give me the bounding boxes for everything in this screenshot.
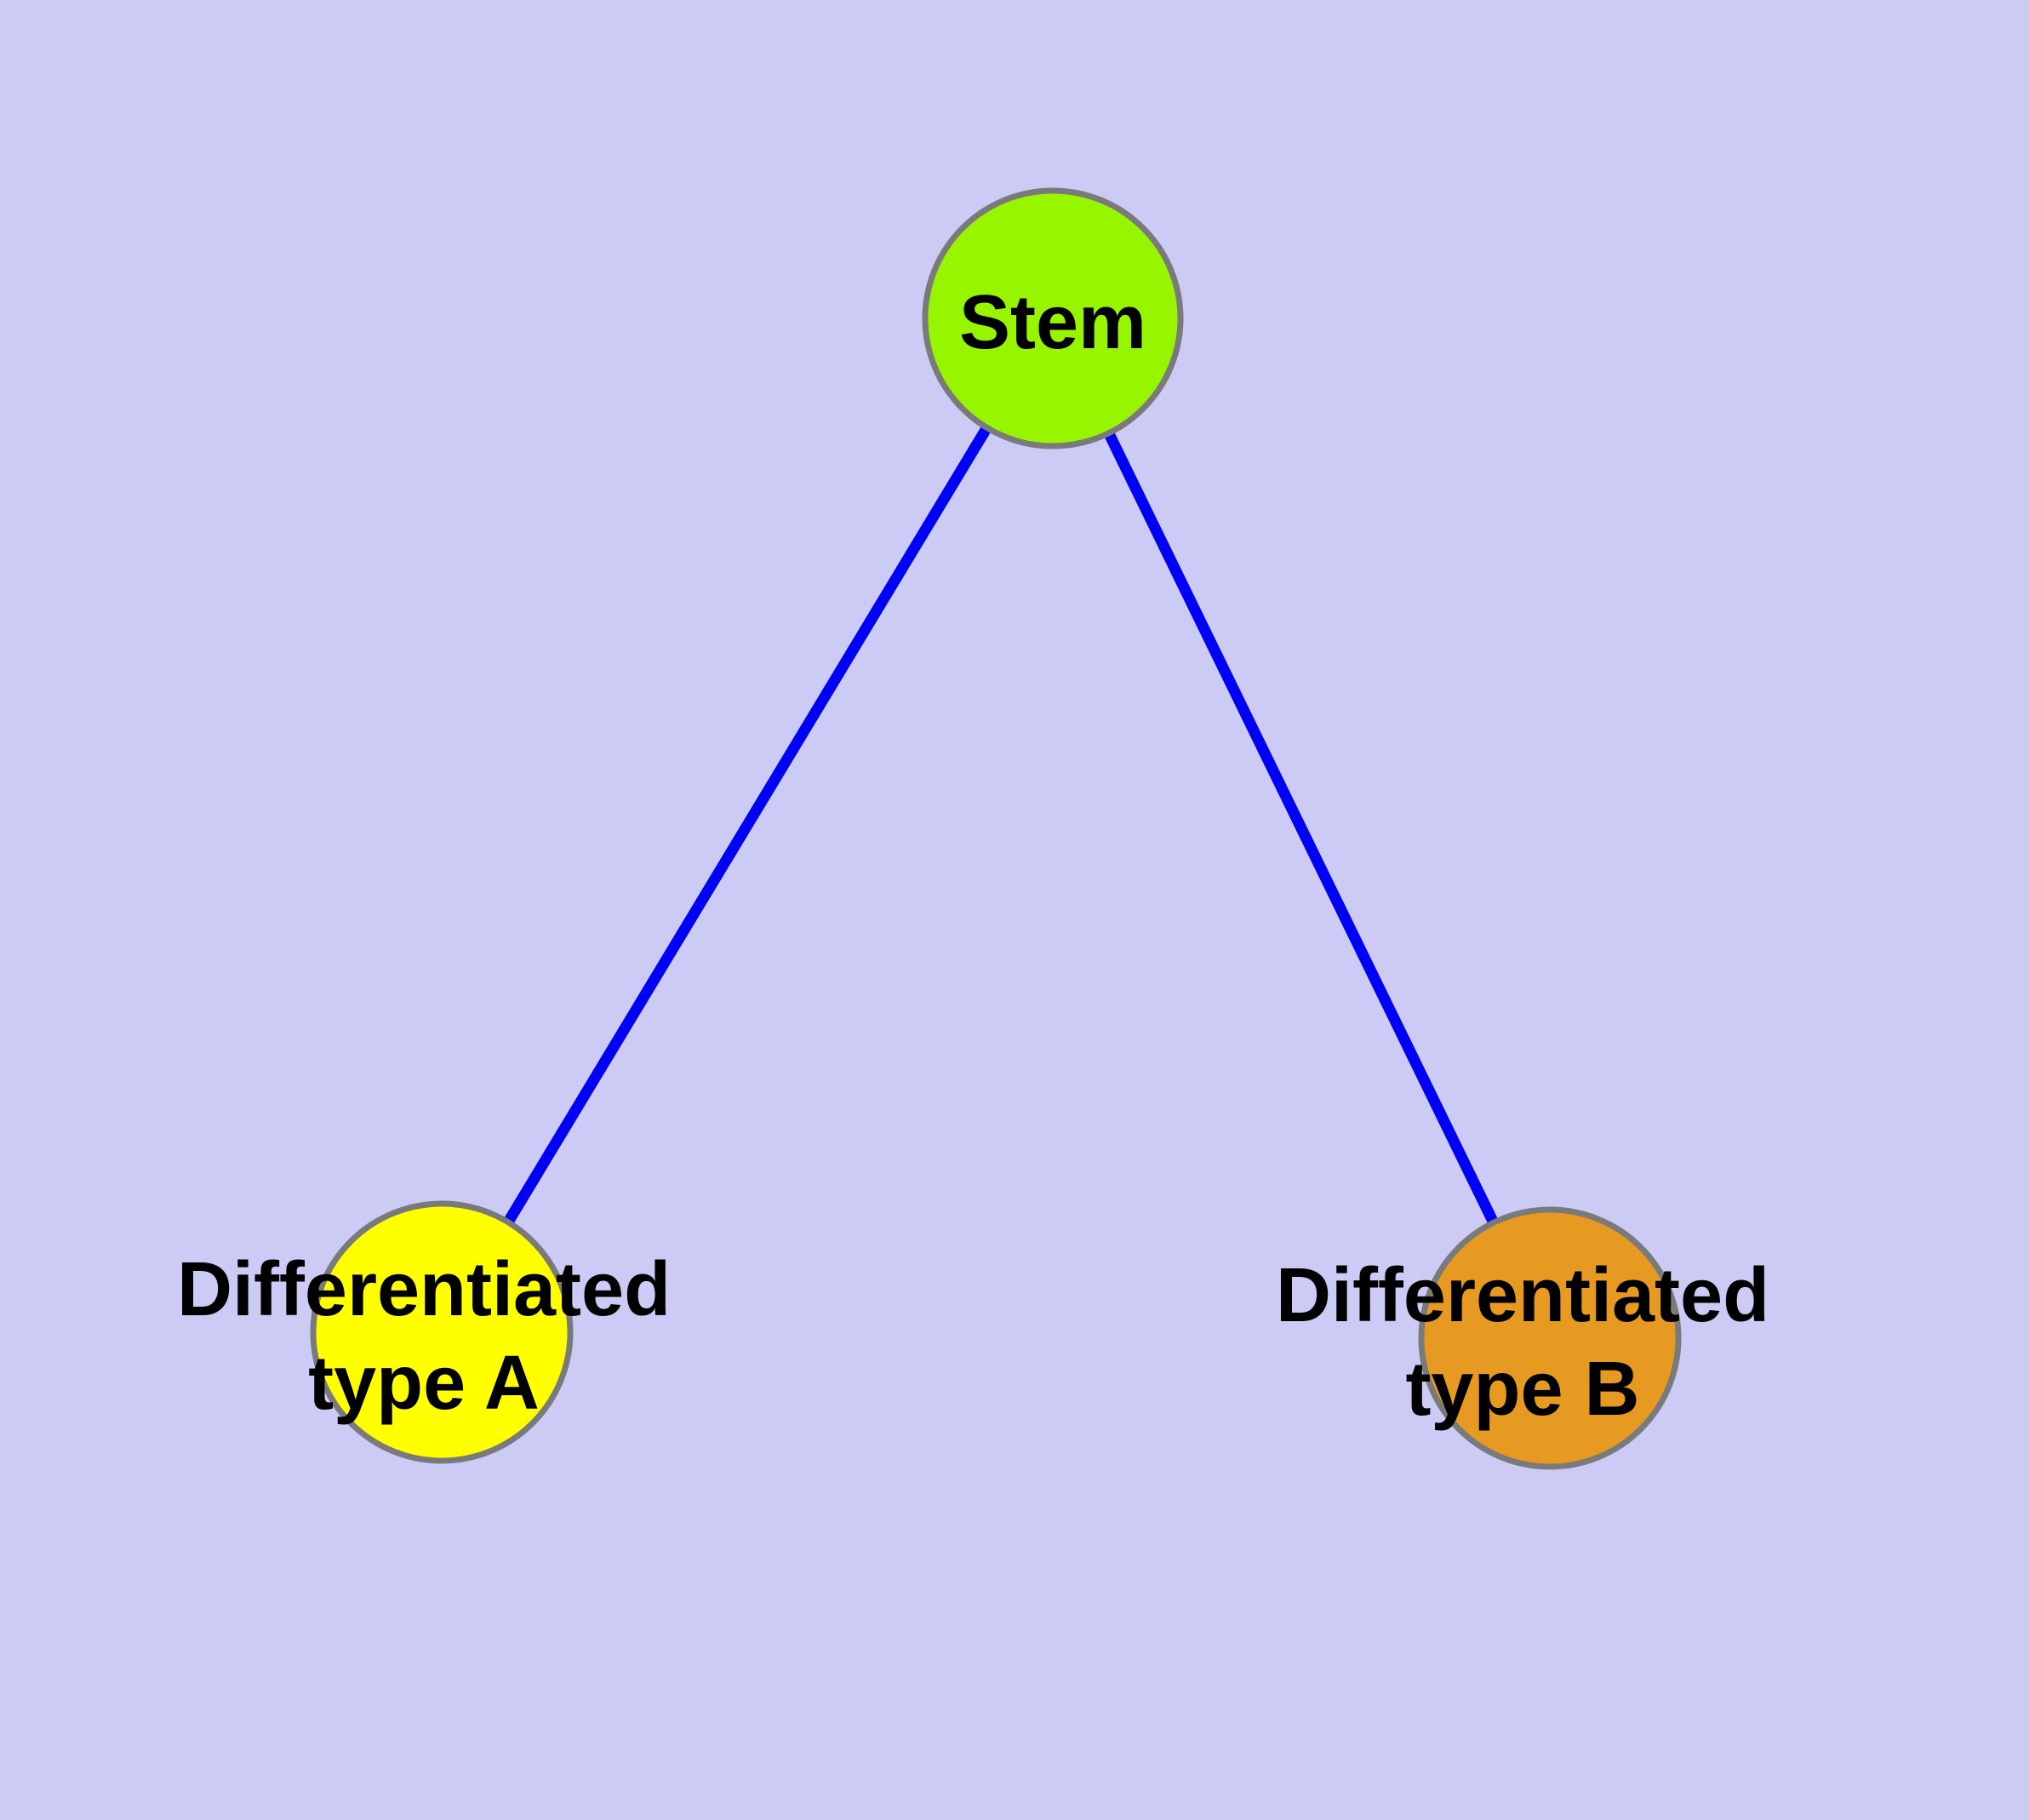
edge-stem-typeB[interactable] [1048, 316, 1555, 1341]
node-differentiated-type-b[interactable] [1418, 1206, 1682, 1470]
edge-stem-typeA[interactable] [437, 315, 1058, 1336]
node-differentiated-type-a[interactable] [310, 1200, 574, 1464]
node-stem[interactable] [922, 187, 1184, 449]
